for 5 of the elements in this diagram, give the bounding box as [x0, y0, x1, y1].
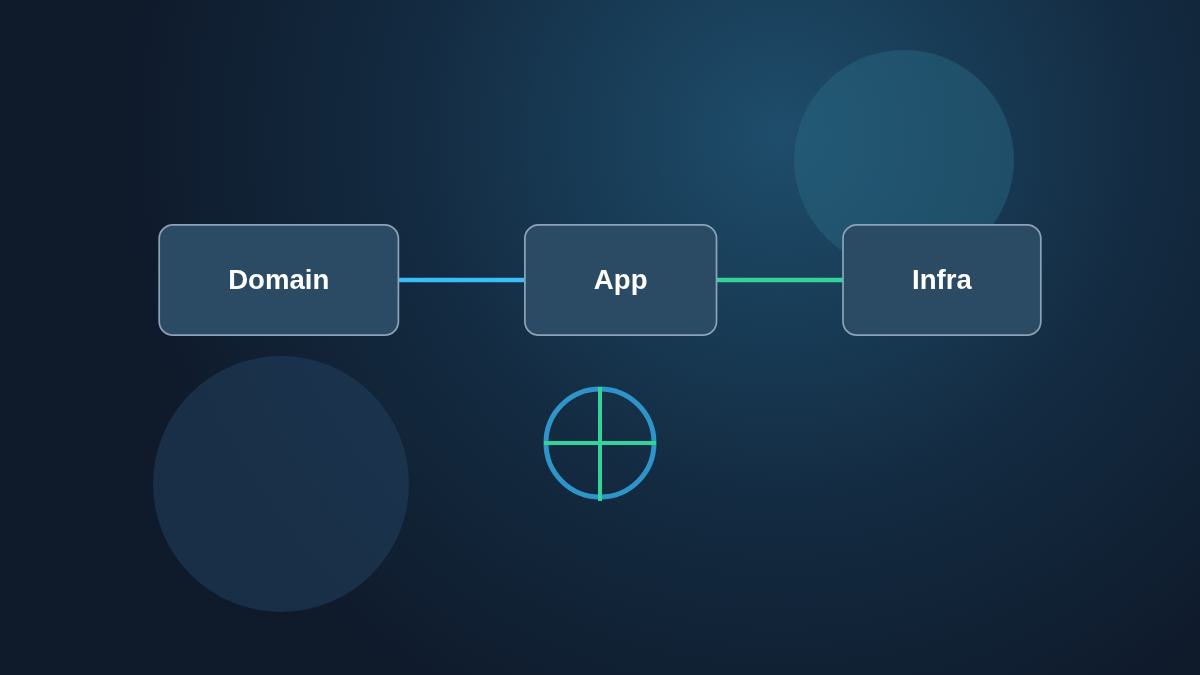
- node-box: App: [524, 223, 718, 337]
- node-box: Infra: [842, 223, 1042, 337]
- connector: [398, 277, 525, 283]
- node-box: Domain: [158, 223, 400, 337]
- connector: [716, 277, 843, 283]
